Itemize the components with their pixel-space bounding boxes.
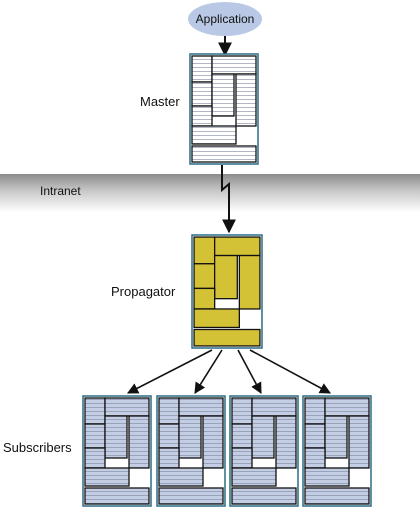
subscriber-database-3 — [229, 395, 299, 507]
intranet-link-arrow — [221, 165, 236, 234]
database-block — [211, 73, 235, 117]
intranet-label: Intranet — [40, 184, 81, 198]
database-block — [231, 423, 253, 449]
database-block — [193, 236, 216, 265]
database-block — [304, 487, 370, 505]
intranet-band: Intranet — [0, 174, 420, 212]
database-block — [178, 415, 202, 459]
arrow-to-subscriber-1 — [127, 349, 213, 394]
database-block — [211, 55, 257, 75]
database-block — [178, 397, 224, 417]
database-block — [128, 415, 150, 469]
database-block — [213, 254, 238, 300]
database-block — [251, 415, 275, 459]
database-block — [231, 447, 253, 469]
subscriber-database-2 — [156, 395, 226, 507]
intranet-gradient — [0, 174, 420, 212]
subscriber-database-4 — [302, 395, 372, 507]
master-label: Master — [140, 94, 180, 109]
database-block — [202, 415, 224, 469]
database-block — [238, 254, 261, 310]
database-block — [304, 423, 326, 449]
database-block — [104, 415, 128, 459]
database-block — [191, 125, 237, 145]
subscriber-database-1 — [82, 395, 152, 507]
database-block — [235, 73, 257, 127]
database-block — [191, 105, 213, 127]
database-block — [348, 415, 370, 469]
application-node: Application — [188, 2, 262, 36]
database-block — [158, 487, 224, 505]
database-block — [304, 397, 326, 425]
subscribers-label: Subscribers — [3, 440, 72, 455]
database-block — [158, 447, 180, 469]
database-block — [193, 308, 241, 329]
database-block — [84, 487, 150, 505]
database-block — [158, 397, 180, 425]
database-block — [213, 236, 261, 257]
arrow-to-subscriber-3 — [237, 349, 262, 394]
arrow-to-subscriber-4 — [249, 349, 331, 394]
database-block — [231, 487, 297, 505]
database-block — [231, 397, 253, 425]
database-block — [191, 81, 213, 107]
database-block — [304, 447, 326, 469]
master-database — [189, 53, 259, 165]
application-ellipse — [188, 2, 262, 36]
database-block — [324, 397, 370, 417]
arrow-to-subscriber-2 — [194, 349, 223, 394]
database-block — [191, 145, 257, 163]
database-block — [84, 423, 106, 449]
propagator-database — [191, 234, 263, 349]
database-block — [104, 397, 150, 417]
database-block — [251, 397, 297, 417]
database-block — [84, 397, 106, 425]
propagator-label: Propagator — [111, 284, 176, 299]
database-block — [324, 415, 348, 459]
database-block — [193, 328, 261, 347]
database-block — [193, 287, 216, 310]
database-block — [275, 415, 297, 469]
application-label: Application — [196, 12, 255, 26]
database-block — [191, 55, 213, 83]
database-block — [84, 447, 106, 469]
database-block — [193, 263, 216, 290]
database-block — [84, 467, 130, 487]
database-block — [158, 423, 180, 449]
database-block — [231, 467, 277, 487]
database-block — [304, 467, 350, 487]
database-block — [158, 467, 204, 487]
